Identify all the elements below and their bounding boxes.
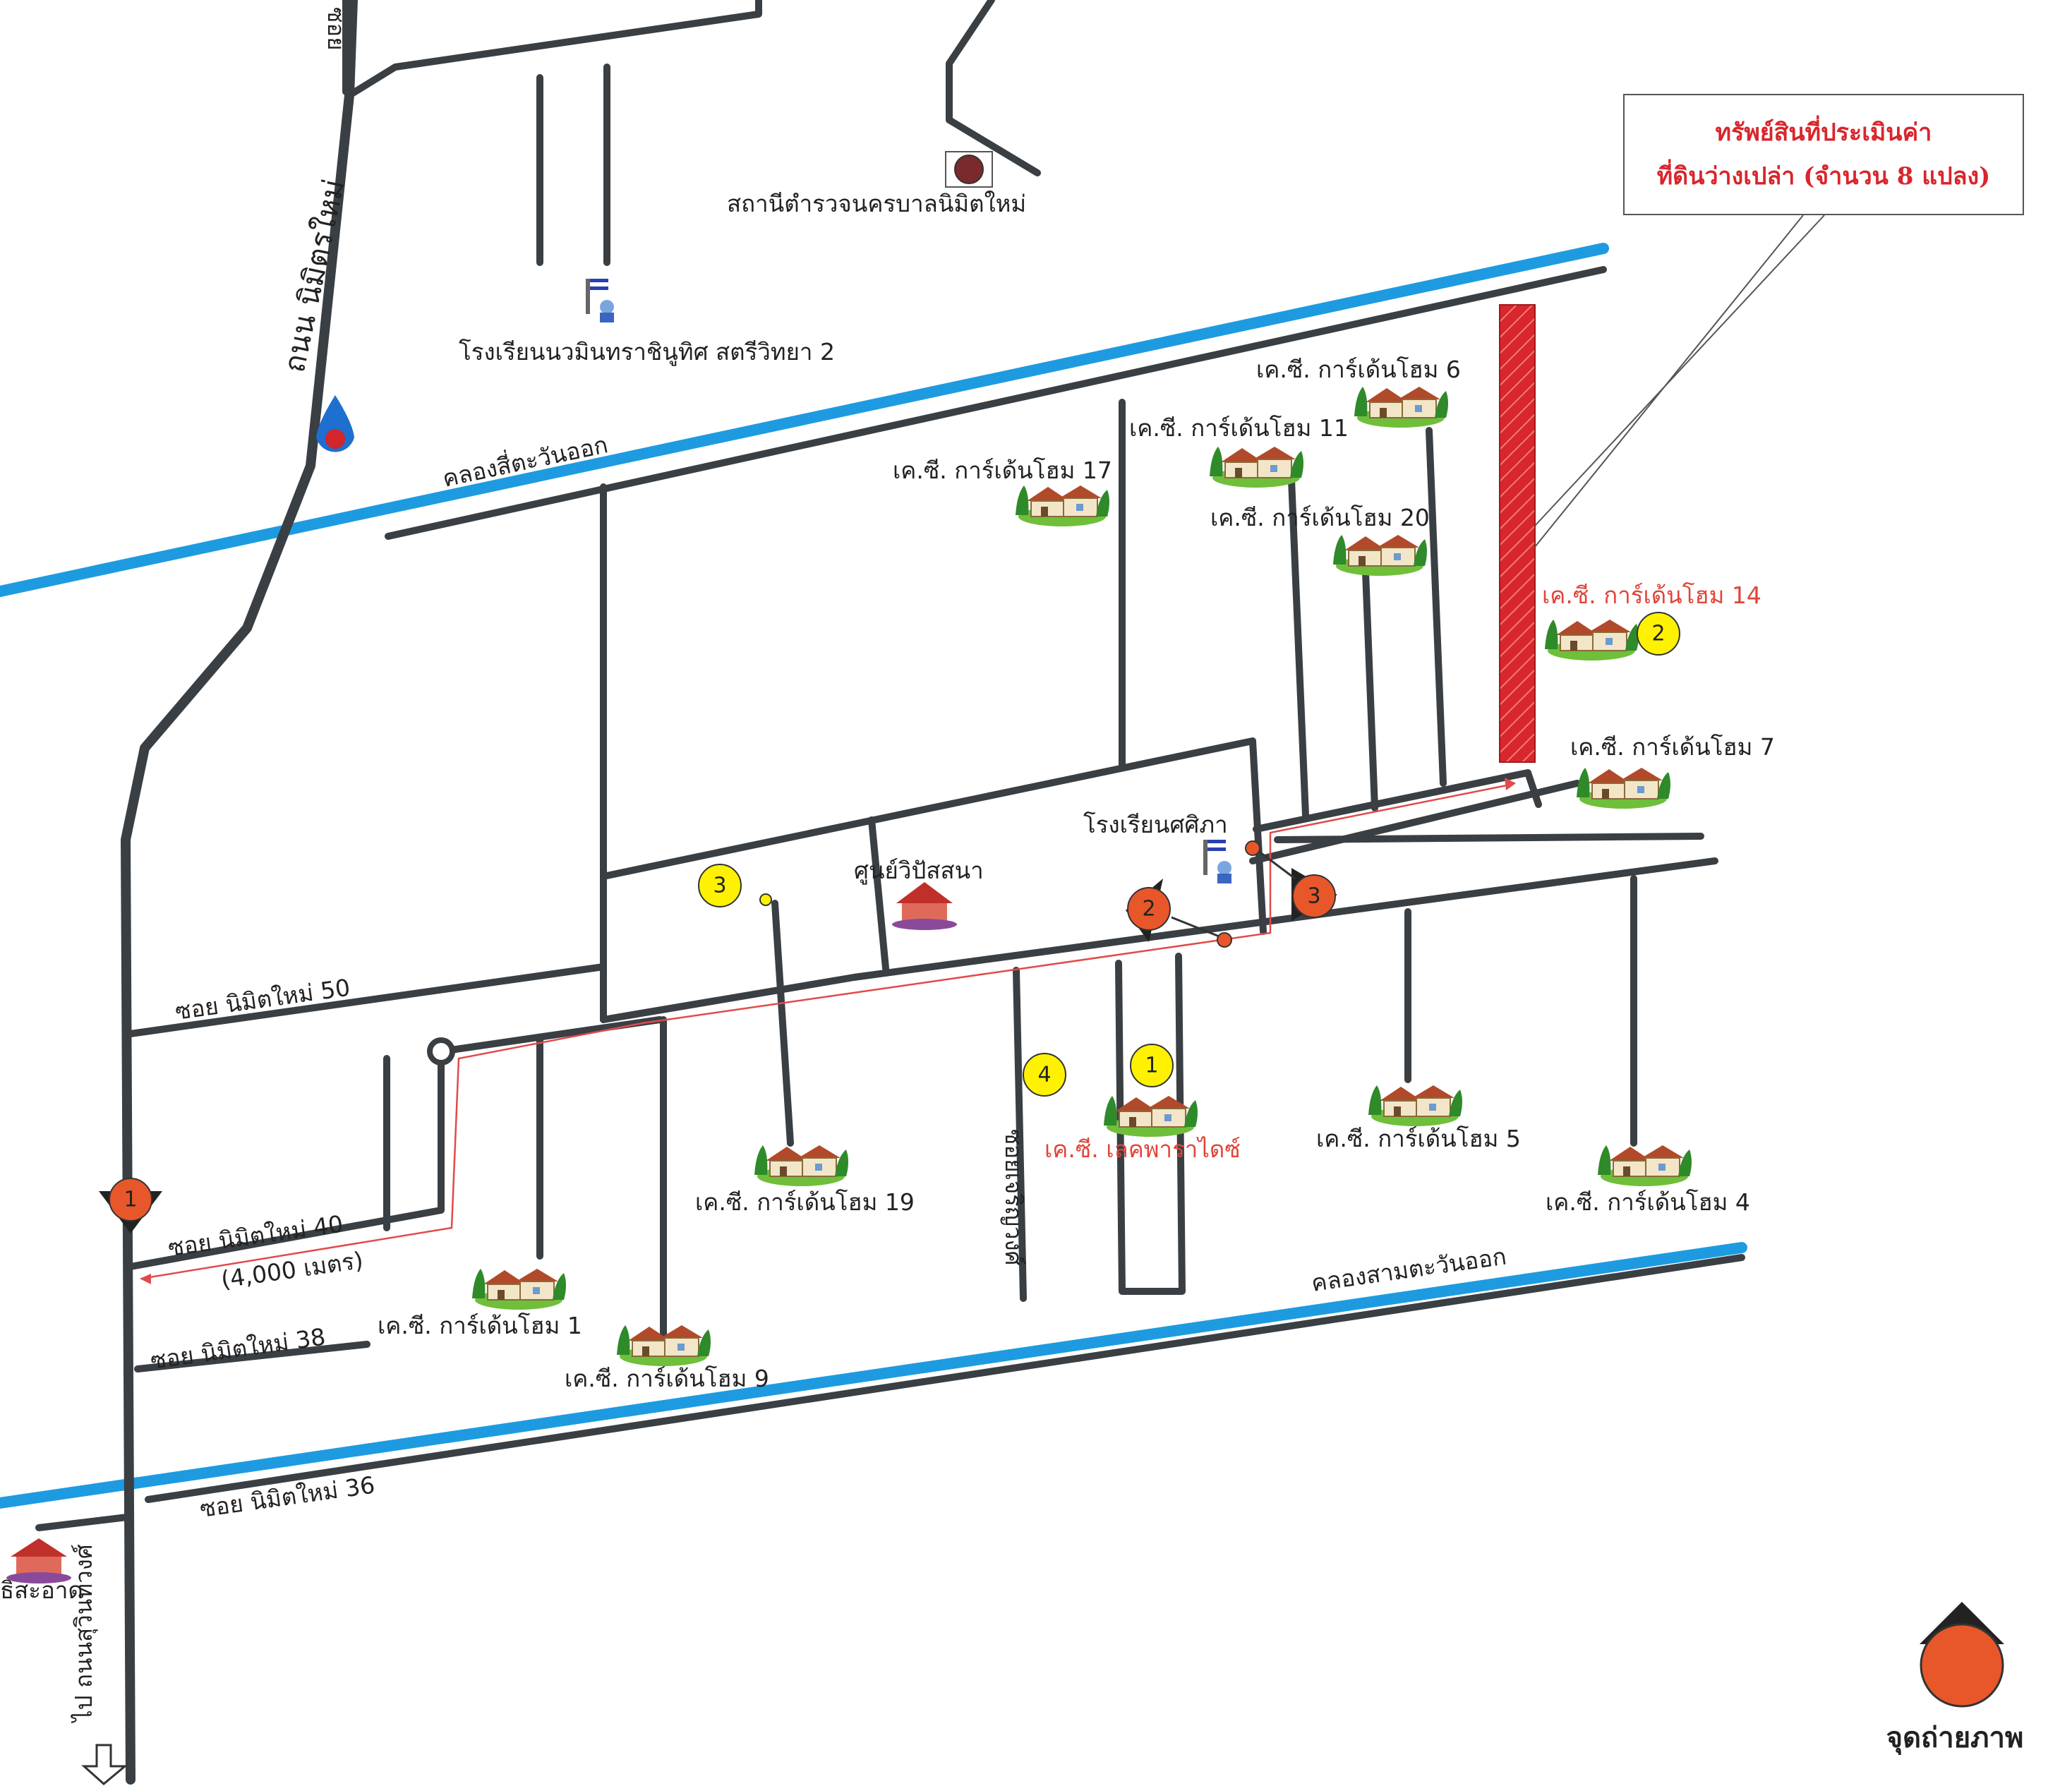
yellow-marker-2: 2	[1637, 612, 1680, 656]
village-kc20-icon	[1332, 534, 1428, 577]
kc17-label: เค.ซี. การ์เด้นโฮม 17	[893, 457, 1112, 484]
kc6-label: เค.ซี. การ์เด้นโฮม 6	[1256, 356, 1461, 383]
yellow-marker-1: 1	[1130, 1044, 1174, 1087]
village-kc7-icon	[1576, 767, 1671, 809]
kc9-label: เค.ซี. การ์เด้นโฮม 9	[565, 1365, 769, 1392]
kc19-lane	[771, 900, 794, 1147]
photo-point-3-number: 3	[1307, 884, 1320, 909]
down-arrow-icon	[81, 1744, 128, 1785]
meditation-center-label: ศูนย์วิปัสสนา	[854, 857, 984, 885]
soi-38-road	[134, 1341, 371, 1372]
yellow-marker-2-number: 2	[1651, 622, 1665, 646]
soi-top-label: ซอย	[323, 7, 350, 51]
kc1-label: เค.ซี. การ์เด้นโฮม 1	[378, 1312, 582, 1339]
route-arrow-head-right	[1505, 778, 1516, 790]
village-kc4-icon	[1597, 1145, 1692, 1187]
soi-charoen-wong	[1013, 967, 1027, 1302]
police-station-label: สถานีตำรวจนครบาลนิมิตใหม่	[727, 190, 1026, 217]
roundabout	[427, 1037, 455, 1066]
yellow-marker-3: 3	[698, 864, 772, 907]
soi-charoen-wong-label: ซอยเจริญวงศ์	[1000, 1129, 1028, 1266]
kc6-lane	[1426, 427, 1447, 787]
temple-icon	[6, 1538, 71, 1583]
meditation-center-icon	[892, 882, 957, 930]
soi-50-branch	[438, 1016, 663, 1055]
khlong-si-canal	[0, 243, 1609, 597]
property-callout: ทรัพย์สินที่ประเมินค่า ที่ดินว่างเปล่า (…	[1623, 94, 2024, 215]
property-plot	[1499, 304, 1536, 763]
top-road-right	[946, 0, 1041, 176]
police-station-icon	[945, 151, 993, 188]
kc20-lane	[1362, 568, 1378, 811]
photo-point-1: 1	[99, 1178, 162, 1233]
village-kc6-icon	[1354, 386, 1449, 428]
soi-50-road	[127, 963, 607, 1037]
callout-leader-2	[1534, 215, 1825, 526]
kc11-lane	[1288, 476, 1309, 819]
yellow-marker-4: 4	[1023, 1053, 1066, 1097]
lake-paradise-label: เค.ซี. เลคพาราไดซ์	[1044, 1135, 1241, 1163]
meditation-lane	[868, 816, 889, 972]
callout-title: ทรัพย์สินที่ประเมินค่า	[1715, 119, 1932, 147]
school-sasipa-icon	[1203, 840, 1231, 883]
kc14-label: เค.ซี. การ์เด้นโฮม 14	[1542, 581, 1761, 609]
kc7-label: เค.ซี. การ์เด้นโฮม 7	[1570, 733, 1775, 761]
main-horizontal	[600, 857, 1718, 1023]
gas-station-icon	[316, 395, 354, 452]
photo-point-2: 2	[1126, 879, 1232, 948]
photo-point-legend: จุดถ่ายภาพ	[1863, 1595, 2047, 1764]
village-kc17-icon	[1015, 485, 1110, 527]
kc5-label: เค.ซี. การ์เด้นโฮม 5	[1316, 1125, 1521, 1152]
kc4-label: เค.ซี. การ์เด้นโฮม 4	[1546, 1188, 1750, 1216]
school-sasipa-label: โรงเรียนศศิภา	[1083, 811, 1228, 838]
soi-36-road	[145, 1254, 1745, 1503]
yellow-marker-4-number: 4	[1037, 1063, 1051, 1087]
photo-point-1-number: 1	[124, 1188, 137, 1212]
village-kc1-icon	[471, 1268, 567, 1310]
kc20-label: เค.ซี. การ์เด้นโฮม 20	[1210, 504, 1430, 531]
temple-label: ธิสะอาด	[0, 1576, 83, 1604]
soi-40-road	[127, 1055, 445, 1270]
callout-subtitle: ที่ดินว่างเปล่า (จำนวน 8 แปลง)	[1656, 162, 1991, 191]
route-arrow-head-left	[140, 1274, 151, 1284]
soi-38-label: ซอย นิมิตใหม่ 38	[149, 1323, 327, 1375]
photo-point-legend-icon	[1920, 1602, 2004, 1708]
village-kc5-icon	[1368, 1085, 1463, 1127]
yellow-marker-1-number: 1	[1145, 1054, 1158, 1078]
school-top-label: โรงเรียนนวมินทราชินูทิศ สตรีวิทยา 2	[459, 338, 835, 366]
kc11-label: เค.ซี. การ์เด้นโฮม 11	[1129, 414, 1349, 442]
khlong-sam-canal	[0, 1242, 1747, 1509]
route-line	[140, 783, 1511, 1280]
temple-road	[35, 1514, 131, 1531]
photo-point-legend-label: จุดถ่ายภาพ	[1886, 1721, 2024, 1754]
village-kc19-icon	[754, 1145, 849, 1187]
canal-frontage-road	[385, 266, 1607, 540]
yellow-marker-3-number: 3	[713, 874, 726, 898]
kc7-link	[1249, 780, 1581, 864]
photo-point-3: 3	[1245, 840, 1337, 921]
nimit-mai-road-label: ถนน นิมิตรใหม่	[277, 176, 351, 375]
village-kc11-icon	[1209, 446, 1304, 488]
sukhumvit-label: ไป ถนนสุวินทวงศ์	[70, 1544, 98, 1724]
top-road-left	[346, 0, 762, 99]
school-flag-icon	[586, 279, 614, 322]
kc19-label: เค.ซี. การ์เด้นโฮม 19	[695, 1188, 915, 1216]
upper-horizontal	[600, 737, 1267, 935]
photo-point-2-number: 2	[1142, 897, 1155, 922]
village-kc14-icon	[1544, 619, 1639, 661]
